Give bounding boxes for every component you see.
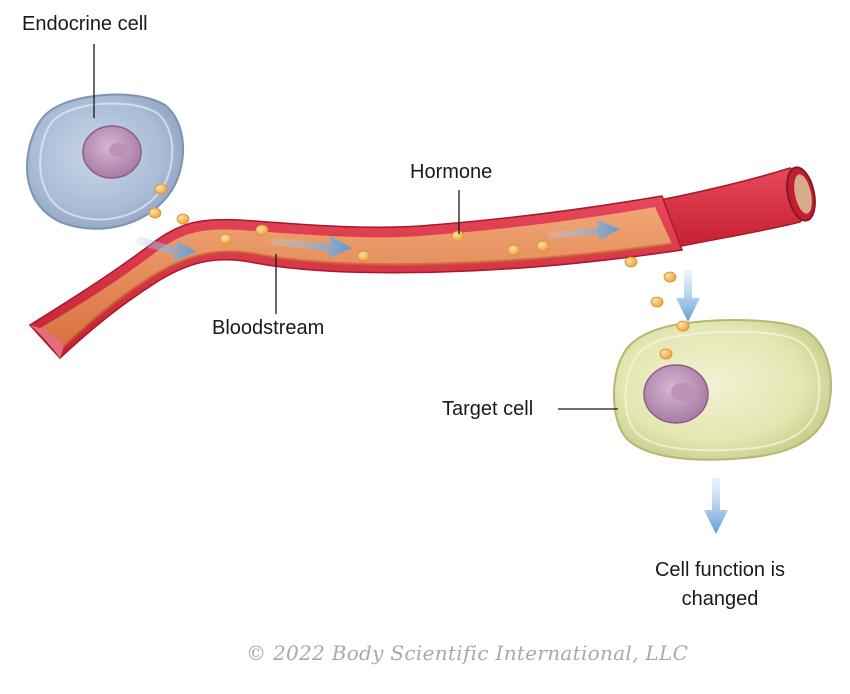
- target-cell: [612, 319, 832, 461]
- arrow-blood-to-target: [676, 270, 700, 322]
- leader-lines: [93, 44, 618, 410]
- label-bloodstream: Bloodstream: [212, 317, 325, 339]
- label-hormone: Hormone: [410, 161, 493, 183]
- blood-vessel: [28, 166, 816, 360]
- label-endocrine-cell: Endocrine cell: [22, 13, 148, 35]
- label-cell-function-line2: changed: [681, 588, 759, 610]
- label-target-cell: Target cell: [442, 398, 534, 420]
- arrow-blood-flow-1: [270, 236, 352, 258]
- hormone-particles: [148, 183, 690, 360]
- endocrine-cell: [26, 93, 185, 230]
- arrow-blood-flow-2: [548, 220, 620, 240]
- copyright-notice: © 2022 Body Scientific International, LL…: [246, 641, 689, 665]
- flow-arrows: [135, 220, 728, 534]
- arrow-endocrine-to-blood: [135, 236, 196, 262]
- arrow-target-to-function: [704, 478, 728, 534]
- label-cell-function-line1: Cell function is: [654, 559, 786, 581]
